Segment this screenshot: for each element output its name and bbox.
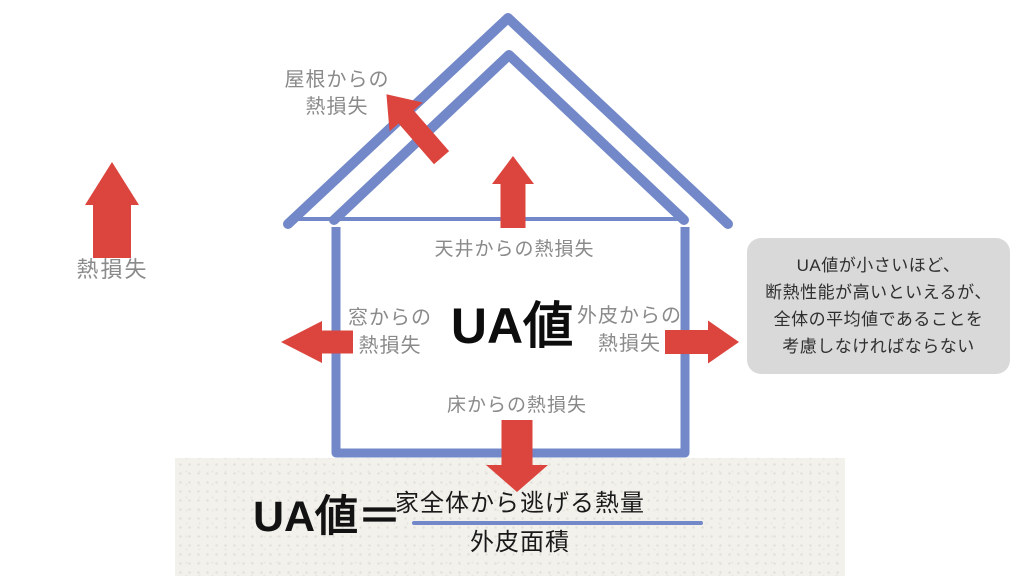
roof-heat-loss-arrow-icon (386, 94, 450, 165)
ua-value-title: UA値 (450, 298, 574, 354)
floor-heat-loss-label: 床からの熱損失 (446, 395, 587, 416)
inner-roof-line (329, 50, 689, 225)
floor-heat-loss-arrow-icon (486, 420, 548, 492)
note-line: UA値が小さいほど、 (796, 256, 961, 275)
window-heat-loss-arrow-icon (281, 321, 353, 363)
window-heat-loss-label: 窓からの 熱損失 (315, 304, 465, 360)
outer-roof-line (283, 13, 733, 229)
window-heat-loss-label-line2: 熱損失 (358, 335, 422, 357)
note-line: 考慮しなければならない (782, 337, 975, 356)
ua-value-note-box: UA値が小さいほど、 断熱性能が高いといえるが、 全体の平均値であることを 考慮… (747, 238, 1010, 374)
formula-denominator: 外皮面積 (470, 529, 570, 556)
formula-lhs: UA値＝ (252, 493, 402, 541)
roof-heat-loss-label-line2: 熱損失 (305, 96, 369, 118)
ceiling-heat-loss-label: 天井からの熱損失 (434, 239, 595, 260)
roof-heat-loss-label: 屋根からの 熱損失 (247, 67, 427, 121)
heat-loss-legend-label: 熱損失 (76, 257, 149, 282)
note-line: 全体の平均値であることを (773, 310, 984, 329)
formula-numerator: 家全体から逃げる熱量 (395, 490, 645, 517)
heat-loss-legend-arrow-icon (85, 162, 139, 258)
envelope-heat-loss-label-line1: 外皮からの (577, 305, 682, 327)
roof-heat-loss-label-line1: 屋根からの (284, 69, 390, 91)
ceiling-heat-loss-arrow-icon (492, 156, 534, 228)
window-heat-loss-label-line1: 窓からの (348, 307, 432, 329)
envelope-heat-loss-arrow-icon (665, 320, 739, 364)
note-line: 断熱性能が高いといえるが、 (765, 283, 992, 302)
envelope-heat-loss-label-line2: 熱損失 (598, 333, 661, 355)
envelope-heat-loss-label: 外皮からの 熱損失 (552, 302, 707, 358)
fraction-bar (412, 521, 703, 525)
